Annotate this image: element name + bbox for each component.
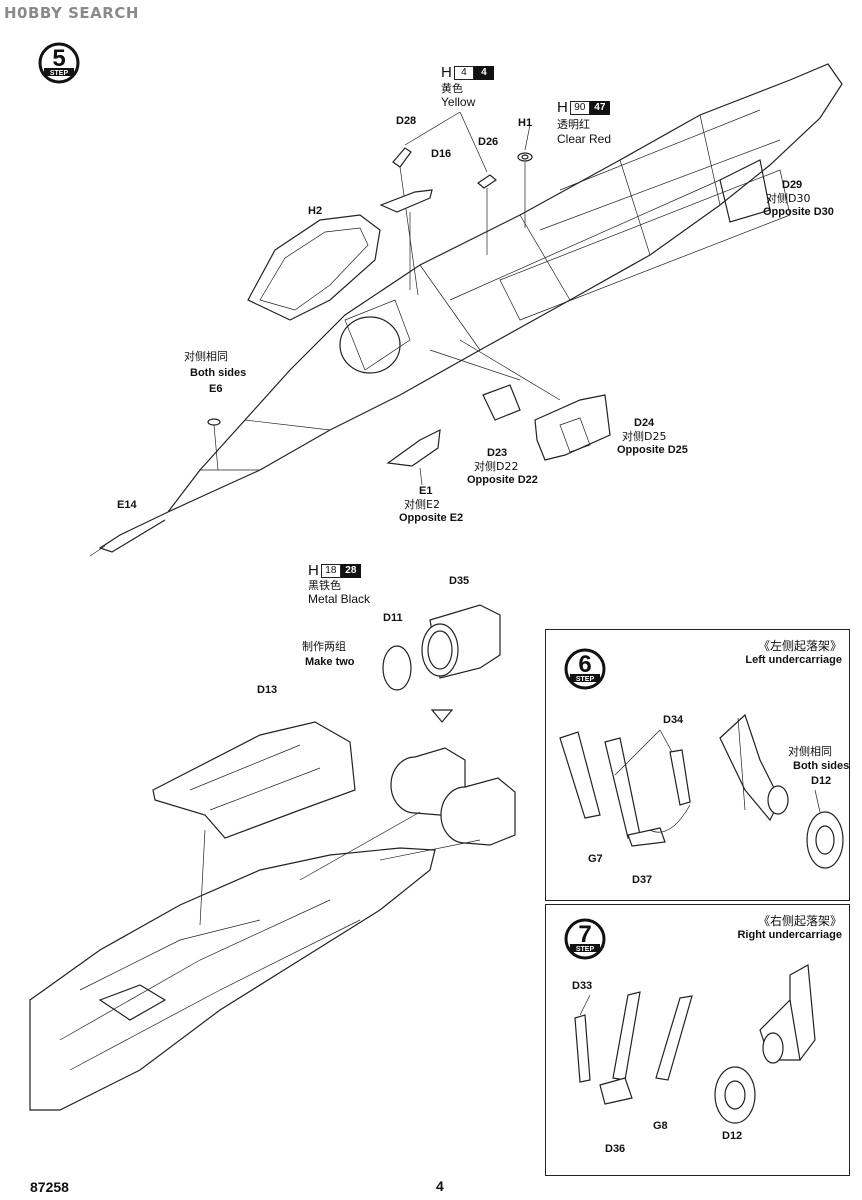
paint-code: 4 xyxy=(453,65,474,80)
part-label-g8: G8 xyxy=(653,1120,668,1132)
watermark: H0BBY SEARCH xyxy=(4,4,139,22)
step-7-word: STEP xyxy=(576,946,595,953)
step-6-title-cn: 《左侧起落架》 xyxy=(757,639,842,653)
part-label-d28: D28 xyxy=(396,115,417,127)
paint-code: 18 xyxy=(320,563,341,578)
part-label-d23-cn: 对侧D22 xyxy=(474,460,519,473)
paint-clear-red-en: Clear Red xyxy=(557,132,612,146)
part-label-d13: D13 xyxy=(257,684,278,696)
step-7-title-cn: 《右侧起落架》 xyxy=(757,914,842,928)
step-6-number: 6 xyxy=(578,651,591,678)
part-label-e6-en: Both sides xyxy=(190,367,247,379)
part-label-d12-right: D12 xyxy=(722,1130,743,1142)
part-label-d12: D12 xyxy=(811,775,832,787)
part-label-d12-cn: 对侧相同 xyxy=(788,745,832,758)
paint-metal-black-en: Metal Black xyxy=(308,592,371,606)
upper-fuselage-drawing xyxy=(89,63,843,557)
make-two-cn: 制作两组 xyxy=(302,640,346,653)
part-label-h1: H1 xyxy=(518,117,533,129)
part-label-d37: D37 xyxy=(632,874,653,886)
paint-metal-black-callout: H 18 28 xyxy=(308,562,361,579)
part-label-d35: D35 xyxy=(449,575,470,587)
part-label-d16: D16 xyxy=(431,148,452,160)
paint-prefix: H xyxy=(557,99,568,116)
part-label-e1: E1 xyxy=(419,485,433,497)
paint-alt-code: 4 xyxy=(473,65,494,80)
step-7-number: 7 xyxy=(578,921,591,948)
part-label-e6: E6 xyxy=(209,383,223,395)
part-label-e14: E14 xyxy=(117,499,137,511)
part-label-d24-cn: 对侧D25 xyxy=(622,430,667,443)
part-label-e6-cn: 对侧相同 xyxy=(184,350,228,363)
paint-yellow-callout: H 4 4 xyxy=(441,64,494,81)
paint-alt-code: 28 xyxy=(340,563,361,578)
part-label-d24: D24 xyxy=(634,417,655,429)
part-label-g7: G7 xyxy=(588,853,603,865)
step-6-title-en: Left undercarriage xyxy=(745,654,842,666)
part-label-d29: D29 xyxy=(782,179,803,191)
step-6-word: STEP xyxy=(576,676,595,683)
paint-prefix: H xyxy=(441,64,452,81)
paint-alt-code: 47 xyxy=(589,100,610,115)
lower-fuselage-drawing xyxy=(29,604,516,1111)
step-5-badge: 5 STEP xyxy=(38,42,80,84)
part-label-d26: D26 xyxy=(478,136,499,148)
part-label-d11: D11 xyxy=(383,612,403,624)
part-label-d12-en: Both sides xyxy=(793,760,850,772)
part-label-e1-en: Opposite E2 xyxy=(399,512,464,524)
part-label-h2: H2 xyxy=(308,205,323,217)
part-label-d33: D33 xyxy=(572,980,593,992)
part-label-d29-en: Opposite D30 xyxy=(763,206,834,218)
step-7-badge: 7 STEP xyxy=(564,918,606,960)
part-label-e1-cn: 对侧E2 xyxy=(404,498,440,511)
step-7-panel xyxy=(545,904,850,1176)
paint-code: 90 xyxy=(569,100,590,115)
part-label-d23: D23 xyxy=(487,447,508,459)
step-5-word: STEP xyxy=(50,70,69,77)
step-6-badge: 6 STEP xyxy=(564,648,606,690)
page-number: 4 xyxy=(436,1178,444,1194)
right-undercarriage-drawing xyxy=(574,964,816,1124)
part-label-d34: D34 xyxy=(663,714,684,726)
part-label-d24-en: Opposite D25 xyxy=(617,444,688,456)
paint-prefix: H xyxy=(308,562,319,579)
make-two-en: Make two xyxy=(305,656,355,668)
step-5-number: 5 xyxy=(52,45,65,72)
paint-yellow-cn: 黄色 xyxy=(441,82,463,95)
paint-yellow-en: Yellow xyxy=(441,95,476,109)
paint-metal-black-cn: 黑铁色 xyxy=(308,579,341,592)
left-undercarriage-drawing xyxy=(559,713,844,869)
part-label-d29-cn: 对侧D30 xyxy=(766,192,811,205)
part-label-d23-en: Opposite D22 xyxy=(467,474,538,486)
step-6-panel xyxy=(545,629,850,901)
kit-number: 87258 xyxy=(30,1179,69,1195)
paint-clear-red-cn: 透明红 xyxy=(557,118,590,131)
paint-clear-red-callout: H 90 47 xyxy=(557,99,610,116)
part-label-d36: D36 xyxy=(605,1143,626,1155)
step-7-title-en: Right undercarriage xyxy=(737,929,842,941)
